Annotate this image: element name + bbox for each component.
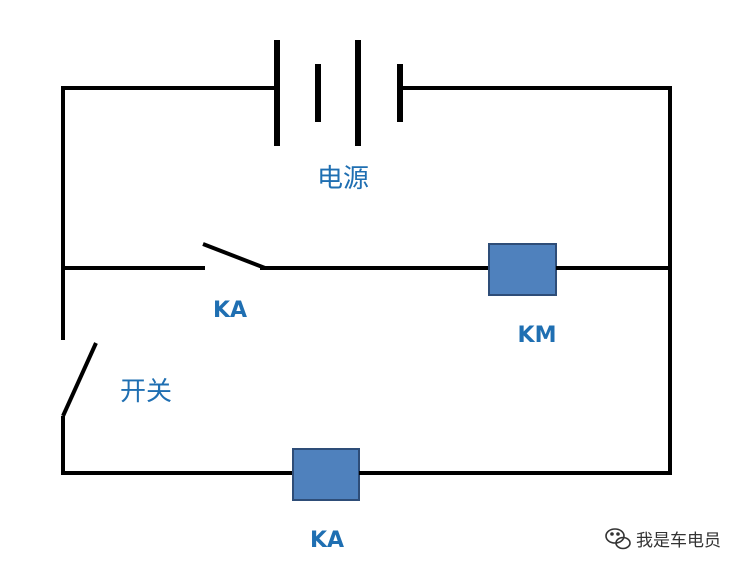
- ka-contact-blade: [202, 242, 266, 270]
- battery-label: 电源: [317, 164, 369, 194]
- main-switch-blade: [61, 342, 98, 417]
- battery-symbol: [274, 40, 403, 146]
- wechat-icon: [605, 528, 631, 550]
- km-coil-box: [488, 243, 557, 296]
- km-coil-label: KM: [518, 323, 557, 348]
- ka-contact-label: KA: [213, 298, 247, 323]
- watermark-text: 我是车电员: [636, 531, 721, 551]
- ka-coil-label: KA: [310, 528, 344, 553]
- ka-coil-box: [292, 448, 360, 501]
- main-switch-label: 开关: [120, 377, 172, 407]
- watermark: 我是车电员: [605, 528, 721, 551]
